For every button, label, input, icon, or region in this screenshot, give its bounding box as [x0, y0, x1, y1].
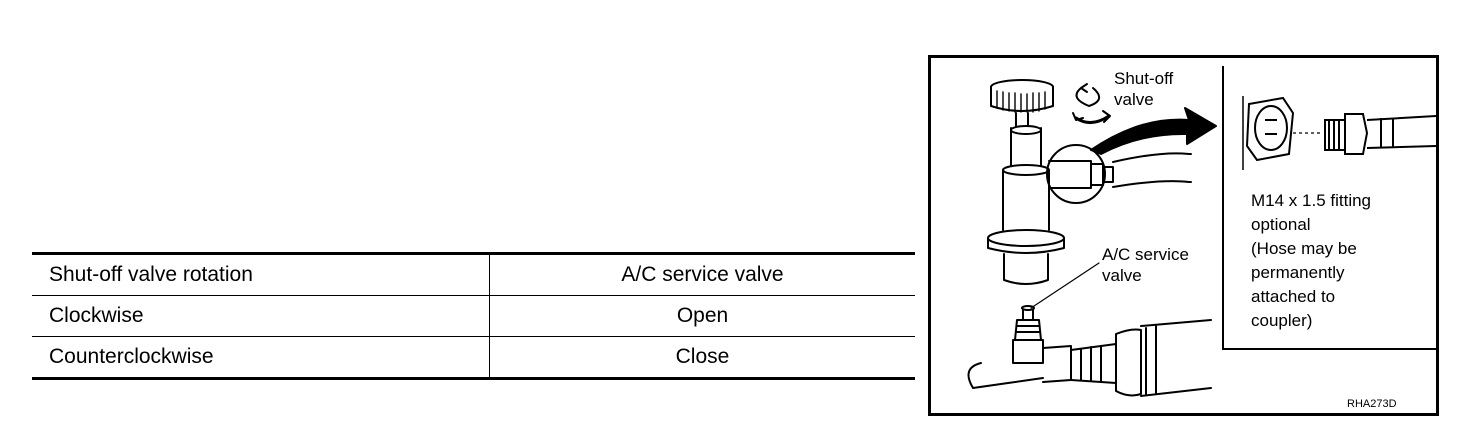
header-shutoff-rotation: Shut-off valve rotation: [32, 253, 490, 296]
cell-valve-close: Close: [675, 345, 730, 368]
shutoff-knob-drawing: [990, 79, 1054, 129]
cell-rotation-clockwise: Clockwise: [32, 295, 490, 337]
side-fitting-drawing: [1046, 144, 1190, 204]
header-ac-service-valve: A/C service valve: [489, 253, 915, 296]
ac-service-valve-label: A/C service valve: [1102, 245, 1189, 285]
valve-illustration: Shut-off valve A/C service valve M14 x 1…: [928, 55, 1439, 416]
valve-rotation-table: Shut-off valve rotation A/C service valv…: [32, 252, 915, 380]
cell-valve-open: Open: [489, 295, 915, 337]
connection-arrow: [1090, 107, 1217, 155]
valve-drawing: [967, 66, 1436, 397]
rotation-arrow-drawing: [1072, 83, 1111, 124]
figure-code: RHA273D: [1347, 398, 1397, 410]
inset-panel-drawing: [1222, 66, 1436, 350]
valve-body-drawing: [987, 125, 1065, 285]
shutoff-valve-label: Shut-off valve: [1114, 69, 1174, 109]
table-row: Clockwise Open: [32, 295, 915, 337]
table-row: Counterclockwise Close: [32, 336, 915, 379]
cell-rotation-counterclockwise: Counterclockwise: [32, 336, 490, 379]
table-header-row: Shut-off valve rotation A/C service valv…: [32, 253, 915, 296]
fitting-note: M14 x 1.5 fitting optional (Hose may be …: [1251, 191, 1372, 330]
service-valve-drawing: [967, 305, 1212, 397]
